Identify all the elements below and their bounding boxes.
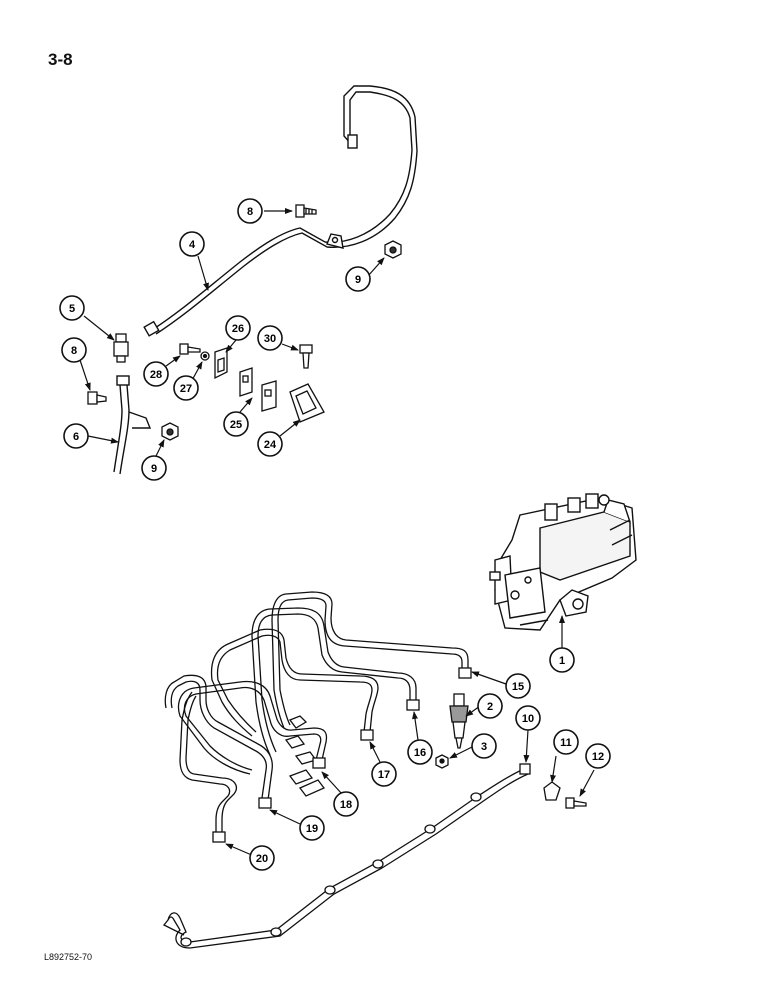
leader-24 bbox=[279, 419, 301, 437]
leader-11 bbox=[550, 755, 557, 783]
leader-18 bbox=[321, 771, 343, 795]
bolt-left bbox=[87, 391, 107, 405]
callout-label: 27 bbox=[180, 383, 192, 395]
callout-label: 19 bbox=[306, 823, 318, 835]
callout-label: 18 bbox=[340, 799, 352, 811]
callout-label: 20 bbox=[256, 853, 268, 865]
return-manifold-pipe bbox=[162, 763, 531, 949]
leader-5 bbox=[83, 315, 115, 341]
callout-9-upper: 9 bbox=[345, 266, 371, 292]
callout-label: 12 bbox=[592, 751, 604, 763]
callout-5: 5 bbox=[59, 295, 85, 321]
leader-8b bbox=[79, 359, 91, 391]
callout-12: 12 bbox=[585, 743, 611, 769]
callout-label: 3 bbox=[481, 741, 487, 753]
callout-17: 17 bbox=[371, 761, 397, 787]
callout-label: 8 bbox=[247, 206, 253, 218]
callout-label: 9 bbox=[355, 274, 361, 286]
clip-26 bbox=[214, 347, 228, 380]
callout-label: 4 bbox=[189, 239, 196, 251]
leader-25 bbox=[239, 397, 253, 413]
callout-label: 17 bbox=[378, 769, 390, 781]
callout-4: 4 bbox=[179, 231, 205, 257]
leader-19 bbox=[269, 809, 301, 825]
leader-9b bbox=[155, 439, 165, 457]
callout-9-left: 9 bbox=[141, 455, 167, 481]
callout-16: 16 bbox=[407, 739, 433, 765]
page-number: 3-8 bbox=[48, 50, 73, 69]
bolt-30 bbox=[299, 344, 313, 369]
leader-6 bbox=[87, 435, 119, 444]
callout-label: 16 bbox=[414, 747, 426, 759]
callout-6: 6 bbox=[63, 423, 89, 449]
leader-17 bbox=[369, 741, 381, 763]
callout-label: 5 bbox=[69, 303, 75, 315]
bolt-12 bbox=[565, 797, 587, 809]
callout-label: 10 bbox=[522, 713, 534, 725]
callout-label: 15 bbox=[512, 681, 524, 693]
callout-label: 6 bbox=[73, 431, 79, 443]
leader-4 bbox=[197, 255, 209, 291]
callout-24: 24 bbox=[257, 431, 283, 457]
leader-16 bbox=[412, 711, 419, 741]
callout-20: 20 bbox=[249, 845, 275, 871]
callouts: 1 2 3 4 5 6 8 8 9 9 10 11 12 15 16 17 18… bbox=[59, 198, 611, 871]
return-pipe bbox=[143, 85, 418, 337]
nut-3 bbox=[435, 754, 449, 769]
callout-15: 15 bbox=[505, 673, 531, 699]
callout-19: 19 bbox=[299, 815, 325, 841]
callout-8-left: 8 bbox=[61, 337, 87, 363]
callout-label: 24 bbox=[264, 439, 277, 451]
callout-label: 8 bbox=[71, 345, 77, 357]
leader-3 bbox=[449, 745, 475, 759]
callout-label: 25 bbox=[230, 419, 242, 431]
callout-label: 2 bbox=[487, 701, 493, 713]
leader-lines bbox=[79, 208, 595, 857]
callout-10: 10 bbox=[515, 705, 541, 731]
callout-30: 30 bbox=[257, 325, 283, 351]
leader-26 bbox=[225, 339, 237, 353]
callout-label: 26 bbox=[232, 323, 244, 335]
leader-20 bbox=[225, 843, 255, 857]
callout-label: 9 bbox=[151, 463, 157, 475]
callout-18: 18 bbox=[333, 791, 359, 817]
leader-10 bbox=[523, 729, 530, 763]
injector-pipe-set bbox=[164, 591, 472, 843]
leader-15 bbox=[471, 671, 507, 685]
bolt-upper bbox=[295, 204, 317, 218]
drawing-code: L892752-70 bbox=[44, 952, 93, 962]
callout-27: 27 bbox=[173, 375, 199, 401]
injector bbox=[449, 693, 469, 749]
clamp-25 bbox=[239, 367, 277, 412]
leader-12 bbox=[579, 769, 595, 797]
nut-upper bbox=[384, 240, 402, 259]
callout-2: 2 bbox=[477, 693, 503, 719]
banjo-11 bbox=[543, 781, 561, 801]
callout-label: 30 bbox=[264, 333, 276, 345]
leader-30 bbox=[281, 343, 299, 351]
callout-8-upper: 8 bbox=[237, 198, 263, 224]
leader-28 bbox=[165, 355, 181, 367]
callout-26: 26 bbox=[225, 315, 251, 341]
leader-9a bbox=[367, 257, 385, 277]
callout-label: 28 bbox=[150, 369, 162, 381]
callout-label: 11 bbox=[560, 737, 572, 749]
leak-off-pipe bbox=[113, 375, 152, 475]
callout-label: 1 bbox=[559, 655, 565, 667]
bracket-24 bbox=[289, 383, 325, 423]
callout-11: 11 bbox=[553, 729, 579, 755]
nut-left bbox=[161, 422, 179, 441]
callout-1: 1 bbox=[549, 647, 575, 673]
bolt-28 bbox=[179, 343, 201, 355]
callout-3: 3 bbox=[471, 733, 497, 759]
washer-27 bbox=[200, 351, 210, 361]
callout-28: 28 bbox=[143, 361, 169, 387]
injection-pump bbox=[489, 493, 637, 631]
banjo-fitting bbox=[113, 333, 129, 363]
callout-25: 25 bbox=[223, 411, 249, 437]
